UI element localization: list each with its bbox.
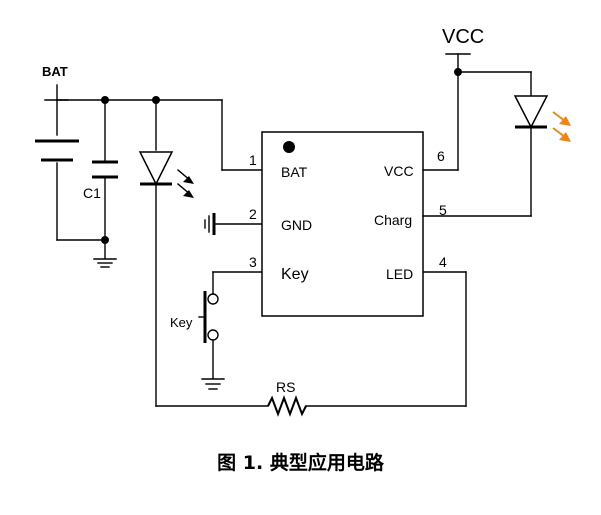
- pin-number: 3: [249, 254, 257, 270]
- pin-name: Charg: [374, 212, 412, 228]
- key-switch: [198, 271, 263, 390]
- vcc-rail: [422, 53, 532, 171]
- capacitor-c1: [92, 99, 118, 259]
- battery-symbol: [35, 99, 106, 241]
- figure-caption: 图 1. 典型应用电路: [217, 452, 384, 474]
- pin-number: 2: [249, 206, 257, 222]
- vcc-net-label: VCC: [442, 26, 484, 48]
- pin-number: 5: [439, 202, 447, 218]
- bat-net-label: BAT: [42, 64, 68, 79]
- ground-icon: [93, 258, 117, 268]
- resistor-rs: [155, 271, 467, 417]
- resistor-label: RS: [276, 379, 295, 395]
- pin-name: GND: [281, 217, 312, 233]
- capacitor-label: C1: [83, 185, 101, 201]
- pin-name: VCC: [384, 163, 414, 179]
- status-led: [138, 99, 194, 407]
- ground-icon: [204, 213, 263, 235]
- pin-number: 4: [439, 254, 447, 270]
- key-label: Key: [170, 315, 193, 330]
- pin-name: Key: [281, 266, 309, 283]
- charge-led: [422, 71, 571, 217]
- pin-number: 1: [249, 152, 257, 168]
- pin-name: BAT: [281, 164, 308, 180]
- pin-name: LED: [386, 266, 413, 282]
- ic-chip: [261, 131, 424, 317]
- pin1-marker: [283, 141, 295, 153]
- pin-number: 6: [437, 148, 445, 164]
